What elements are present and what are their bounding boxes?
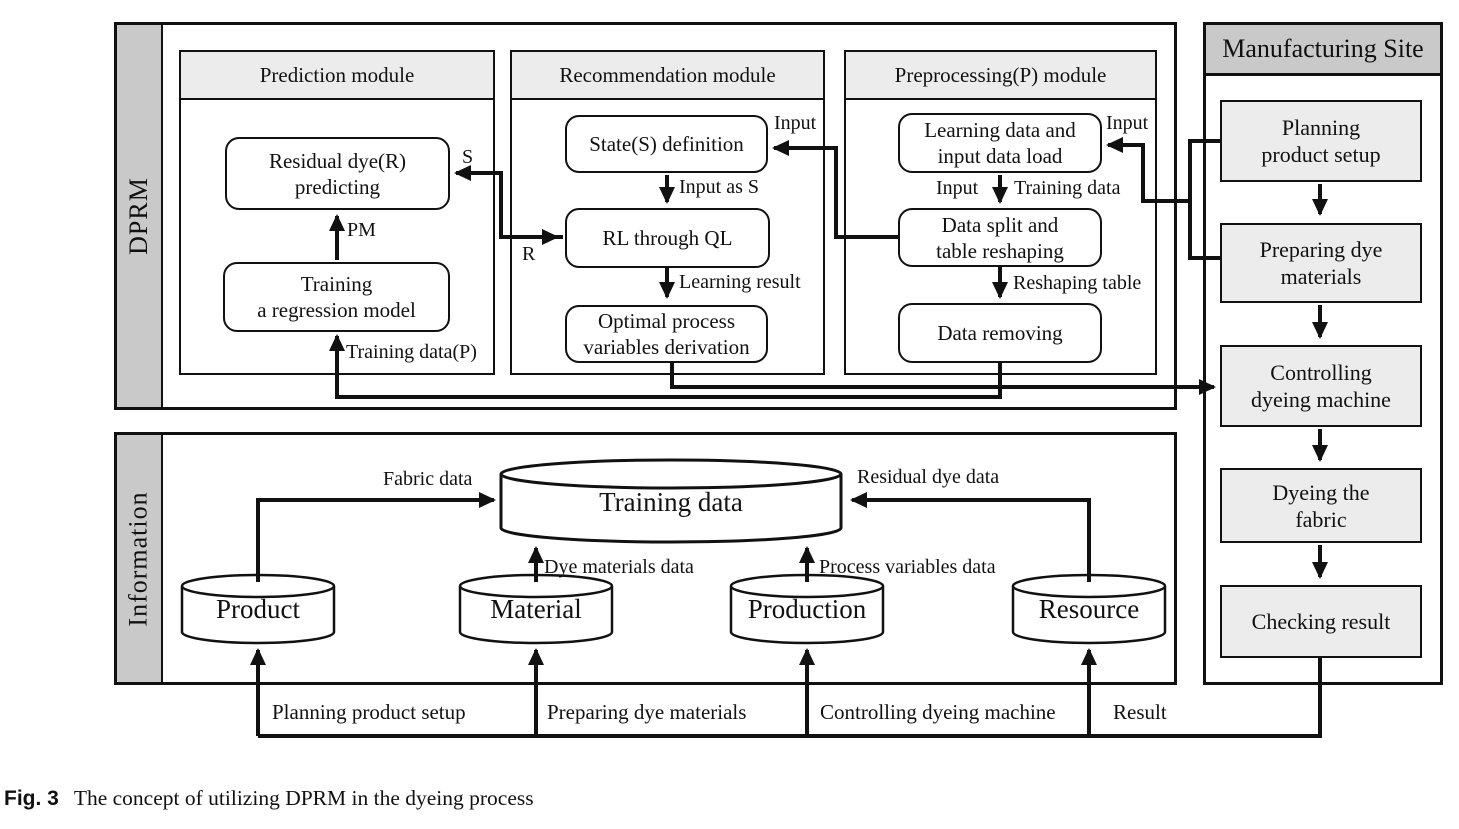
step-dyeing-the-fabric: Dyeing the fabric bbox=[1220, 468, 1422, 543]
residual-dye-predicting-box: Residual dye(R) predicting bbox=[225, 137, 450, 210]
step-preparing-dye-materials: Preparing dye materials bbox=[1220, 223, 1422, 303]
information-sidebar: Information bbox=[117, 435, 163, 682]
rl-through-ql-box: RL through QL bbox=[565, 208, 770, 268]
training-regression-model-box: Training a regression model bbox=[223, 262, 450, 332]
edge-label-input-state: Input bbox=[774, 112, 817, 134]
db-production-label: Production bbox=[747, 593, 867, 624]
dprm-sidebar-label: DPRM bbox=[124, 177, 154, 255]
bottom-label-planning-product-setup: Planning product setup bbox=[272, 700, 466, 724]
edge-label-residual-dye-data: Residual dye data bbox=[857, 466, 1000, 488]
db-material-label: Material bbox=[490, 593, 582, 624]
optimal-process-variables-box: Optimal process variables derivation bbox=[565, 305, 768, 363]
edge-label-training-data: Training data bbox=[1014, 177, 1121, 199]
figure-caption-text: The concept of utilizing DPRM in the dye… bbox=[73, 786, 534, 810]
recommendation-module-title: Recommendation module bbox=[512, 52, 823, 100]
edge-label-r: R bbox=[522, 243, 536, 265]
edge-label-s: S bbox=[462, 146, 474, 168]
manufacturing-title: Manufacturing Site bbox=[1206, 25, 1440, 76]
step-planning-product-setup: Planning product setup bbox=[1220, 100, 1422, 182]
edge-label-reshaping-table: Reshaping table bbox=[1013, 272, 1142, 294]
db-resource-label: Resource bbox=[1038, 593, 1140, 624]
edge-label-input-learning: Input bbox=[1106, 112, 1149, 134]
dprm-sidebar: DPRM bbox=[117, 25, 163, 407]
edge-label-training-data-p: Training data(P) bbox=[346, 341, 477, 363]
bottom-label-result: Result bbox=[1113, 700, 1167, 724]
figure-caption: Fig. 3 The concept of utilizing DPRM in … bbox=[4, 786, 534, 811]
training-data-cylinder-label: Training data bbox=[599, 486, 743, 517]
edge-label-pm: PM bbox=[347, 219, 376, 241]
bottom-label-preparing-dye-materials: Preparing dye materials bbox=[547, 700, 747, 724]
state-definition-box: State(S) definition bbox=[565, 115, 768, 173]
information-sidebar-label: Information bbox=[124, 490, 153, 627]
db-product-label: Product bbox=[216, 593, 300, 624]
step-checking-result: Checking result bbox=[1220, 585, 1422, 658]
data-removing-box: Data removing bbox=[898, 303, 1102, 363]
data-split-box: Data split and table reshaping bbox=[898, 208, 1102, 267]
step-controlling-dyeing-machine: Controlling dyeing machine bbox=[1220, 345, 1422, 427]
bottom-label-controlling-dyeing-machine: Controlling dyeing machine bbox=[820, 700, 1056, 724]
edge-label-process-variables-data: Process variables data bbox=[819, 556, 996, 578]
learning-data-load-box: Learning data and input data load bbox=[898, 113, 1102, 173]
edge-label-learning-result: Learning result bbox=[679, 271, 801, 293]
figure-caption-tag: Fig. 3 bbox=[4, 787, 59, 810]
edge-label-input-as-s: Input as S bbox=[679, 176, 759, 198]
prediction-module-title: Prediction module bbox=[181, 52, 493, 100]
edge-label-fabric-data: Fabric data bbox=[383, 468, 473, 490]
preprocessing-module-title: Preprocessing(P) module bbox=[846, 52, 1155, 100]
edge-label-dye-materials-data: Dye materials data bbox=[544, 556, 694, 578]
edge-label-input-split: Input bbox=[936, 177, 979, 199]
